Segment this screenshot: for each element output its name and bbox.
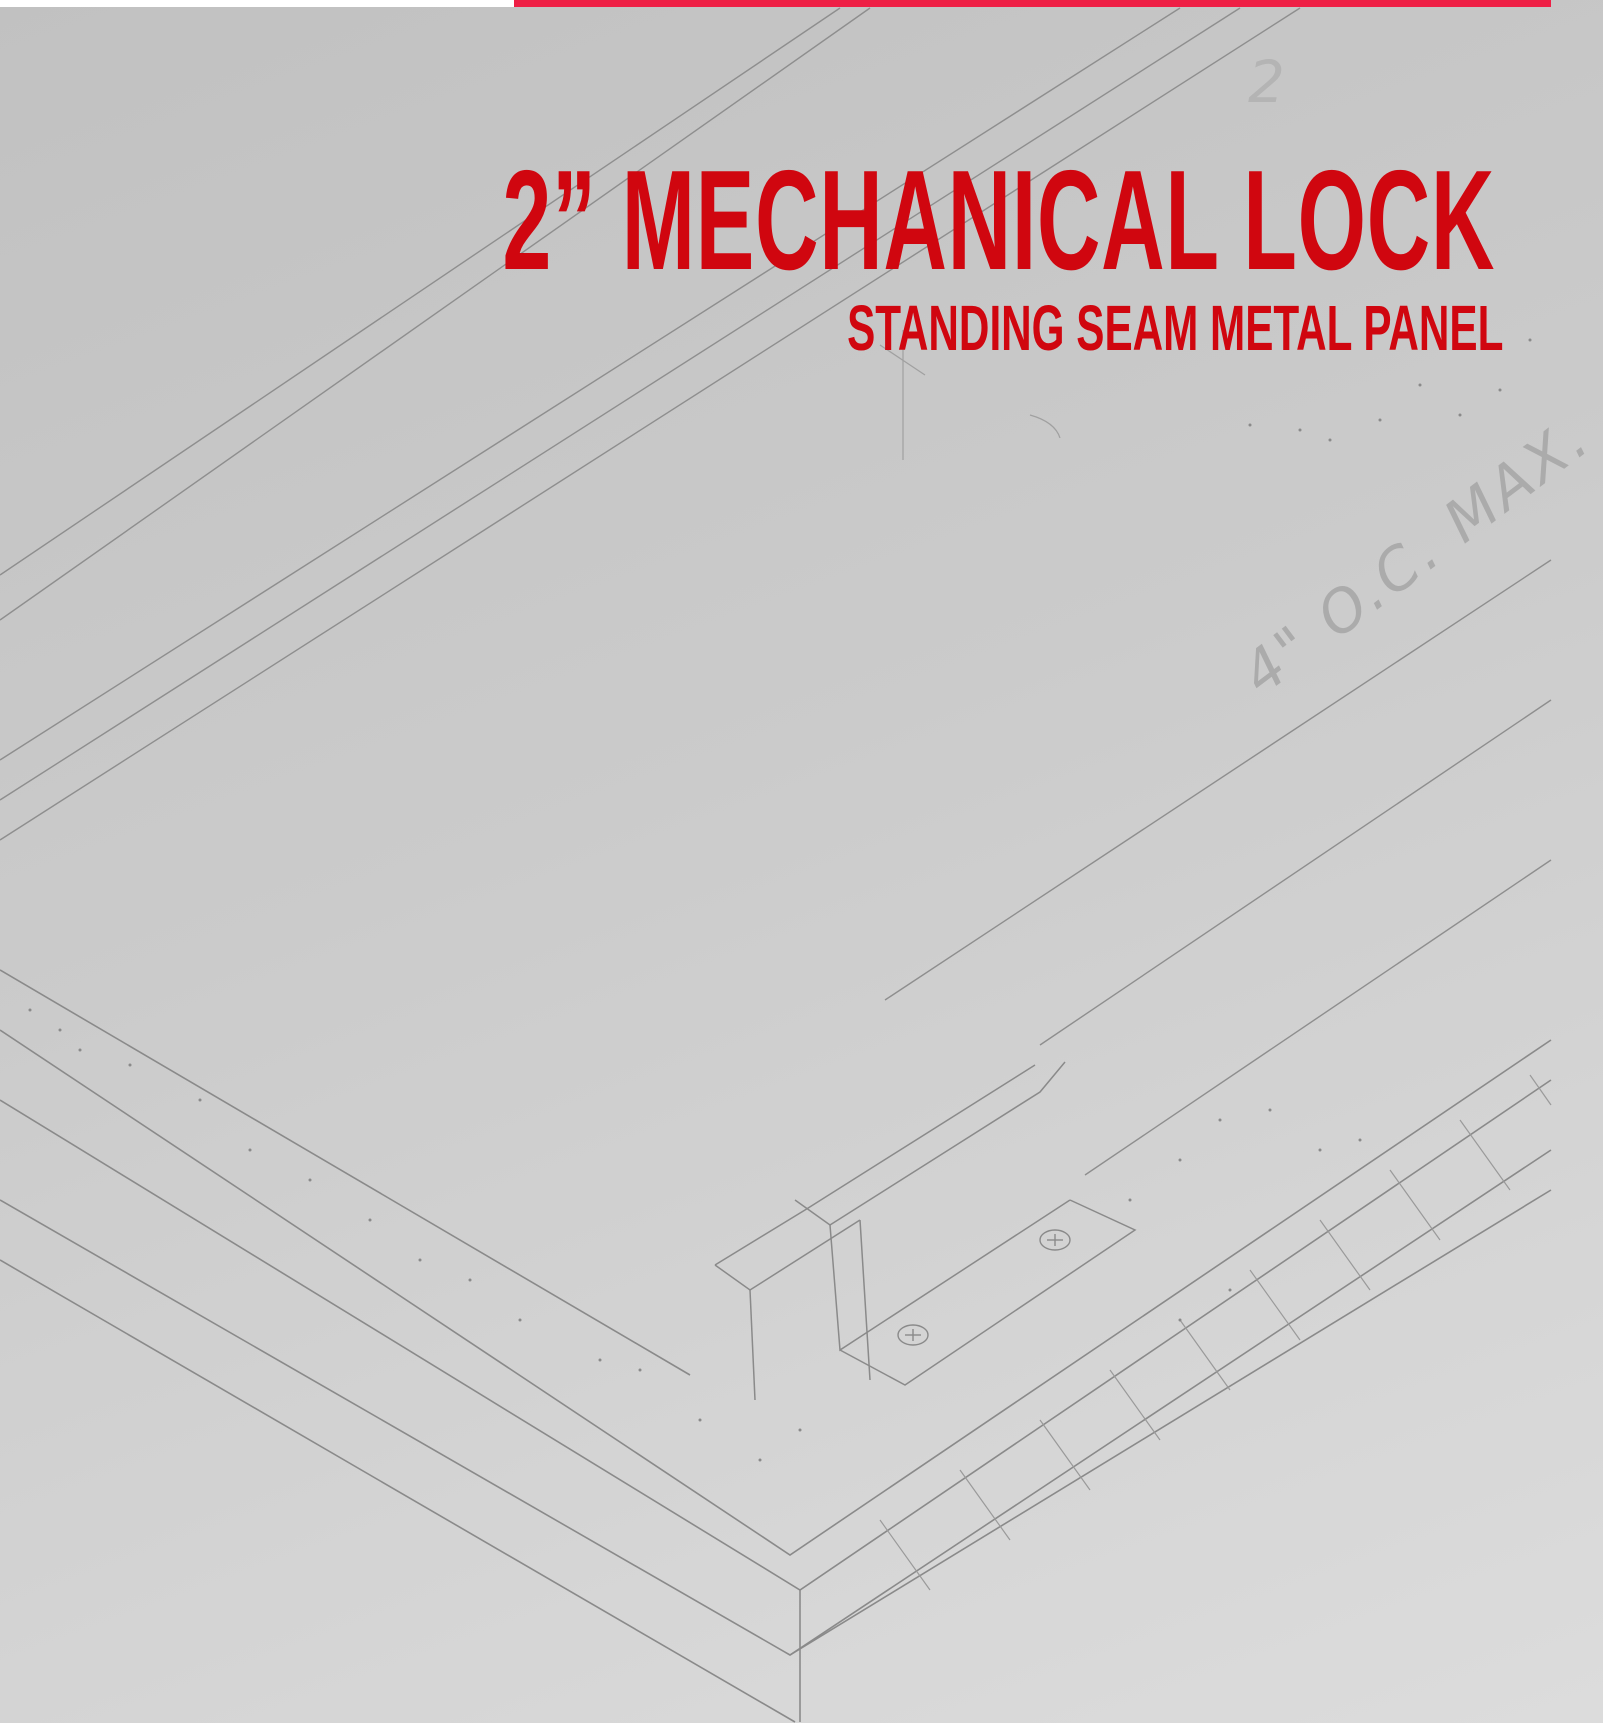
seam-clip — [714, 1061, 1137, 1401]
top-bar-accent — [514, 0, 1551, 7]
dimension-mark: 2 — [1248, 48, 1285, 116]
panel-seam-lines — [0, 7, 1552, 1176]
top-bar-white — [0, 0, 514, 7]
page-subtitle: STANDING SEAM METAL PANEL — [846, 292, 1503, 364]
leader-lines — [879, 330, 1061, 460]
substrate-layers — [0, 969, 1552, 1723]
underlayment-dots — [28, 338, 1532, 1462]
technical-drawing — [0, 7, 1552, 1723]
wood-deck-hatching — [879, 1074, 1552, 1591]
page-title: 2” MECHANICAL LOCK — [502, 141, 1495, 300]
screw-fasteners — [897, 1229, 1071, 1346]
